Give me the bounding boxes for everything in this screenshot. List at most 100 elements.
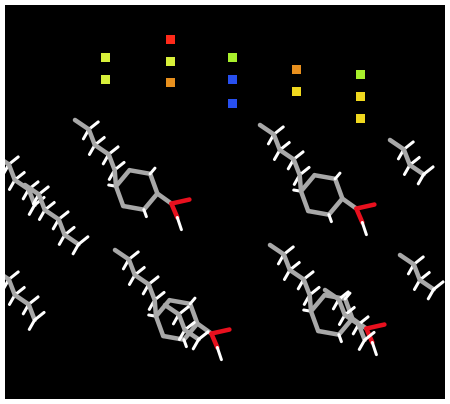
carbon-bond bbox=[267, 242, 287, 257]
hydrogen-bond bbox=[343, 291, 352, 301]
viewport-background bbox=[5, 5, 445, 399]
carbon-bond bbox=[56, 217, 67, 238]
hydrogen-bond bbox=[432, 280, 445, 291]
carbon-bond bbox=[132, 272, 151, 287]
hydrogen-bond bbox=[148, 166, 157, 176]
carbon-bond bbox=[342, 312, 361, 327]
carbon-bond bbox=[155, 191, 174, 206]
ring-bond bbox=[167, 297, 193, 307]
hydrogen-bond bbox=[357, 338, 367, 351]
oxygen-bond bbox=[364, 322, 387, 331]
ring-bond bbox=[332, 176, 345, 201]
element-marker bbox=[166, 57, 175, 66]
element-marker bbox=[228, 75, 237, 84]
oxygen-bond bbox=[169, 197, 192, 206]
ring-bond bbox=[153, 297, 172, 319]
ring-bond bbox=[141, 191, 160, 212]
element-marker bbox=[292, 87, 301, 96]
carbon-bond bbox=[62, 232, 81, 247]
hydrogen-bond bbox=[327, 213, 333, 224]
ring-bond bbox=[113, 167, 132, 189]
carbon-bond bbox=[112, 167, 119, 189]
ring-bond bbox=[298, 189, 311, 214]
molecule bbox=[257, 122, 377, 237]
carbon-bond bbox=[146, 282, 157, 303]
hydrogen-bond bbox=[370, 341, 378, 357]
ring-bond bbox=[187, 301, 200, 326]
element-marker bbox=[101, 53, 110, 62]
ring-bond bbox=[298, 172, 317, 194]
carbon-bond bbox=[356, 322, 367, 343]
hydrogen-bond bbox=[182, 338, 188, 349]
ring-bond bbox=[308, 292, 327, 314]
carbon-bond bbox=[6, 277, 18, 298]
carbon-bond bbox=[407, 162, 426, 177]
ring-bond bbox=[113, 184, 126, 209]
hydrogen-bond bbox=[188, 296, 197, 306]
carbon-bond bbox=[297, 172, 304, 194]
carbon-bond bbox=[281, 252, 293, 273]
ring-bond bbox=[326, 196, 345, 217]
carbon-bond bbox=[42, 207, 61, 222]
element-marker bbox=[228, 99, 237, 108]
ring-bond bbox=[153, 314, 166, 339]
ring-bond bbox=[312, 172, 338, 182]
ring-bond bbox=[305, 208, 332, 217]
hydrogen-bond bbox=[333, 171, 342, 181]
element-marker bbox=[101, 75, 110, 84]
element-marker-grid bbox=[101, 35, 365, 123]
carbon-bond bbox=[301, 277, 312, 298]
carbon-bond bbox=[257, 122, 277, 137]
carbon-bond bbox=[6, 162, 18, 183]
carbon-bond bbox=[401, 147, 413, 168]
hydrogen-bond bbox=[27, 318, 37, 331]
hydrogen-bond bbox=[27, 203, 37, 216]
ring-bond bbox=[147, 171, 160, 196]
carbon-bond bbox=[176, 312, 188, 333]
oxygen-bond bbox=[169, 201, 180, 220]
carbon-bond bbox=[162, 302, 182, 317]
element-marker bbox=[292, 65, 301, 74]
element-marker bbox=[356, 114, 365, 123]
carbon-bond bbox=[36, 192, 48, 213]
carbon-bond bbox=[26, 302, 37, 323]
ring-bond bbox=[315, 328, 342, 337]
ring-bond bbox=[342, 296, 355, 321]
carbon-bond bbox=[92, 142, 111, 157]
carbon-bond bbox=[291, 157, 302, 178]
hydrogen-bond bbox=[71, 242, 80, 256]
carbon-bond bbox=[271, 132, 283, 153]
carbon-bond bbox=[307, 292, 314, 314]
element-marker bbox=[356, 70, 365, 79]
oxygen-bond bbox=[209, 327, 232, 336]
carbon-bond bbox=[5, 159, 12, 167]
carbon-bond bbox=[182, 327, 201, 342]
ring-bond bbox=[308, 309, 321, 334]
carbon-bond bbox=[112, 247, 132, 262]
carbon-bond bbox=[152, 297, 159, 319]
element-marker bbox=[356, 92, 365, 101]
carbon-bond bbox=[387, 137, 407, 152]
ring-bond bbox=[127, 167, 153, 177]
molecular-crystal-rendering bbox=[5, 5, 445, 399]
ring-bond bbox=[120, 203, 147, 212]
carbon-bond bbox=[417, 277, 436, 292]
oxygen-bond bbox=[354, 202, 377, 211]
oxygen-bond bbox=[354, 206, 365, 225]
molecule bbox=[72, 117, 192, 232]
molecule-layer bbox=[5, 117, 445, 362]
hydrogen-bond bbox=[77, 235, 90, 246]
molecule-viewport[interactable] bbox=[5, 5, 445, 399]
carbon-bond bbox=[86, 127, 98, 148]
carbon-bond bbox=[287, 267, 306, 282]
molecule bbox=[112, 247, 232, 362]
carbon-bond bbox=[126, 257, 138, 278]
carbon-bond bbox=[336, 297, 348, 318]
hydrogen-bond bbox=[422, 165, 435, 176]
carbon-bond bbox=[106, 152, 117, 173]
hydrogen-bond bbox=[191, 337, 201, 351]
carbon-bond bbox=[340, 196, 359, 211]
hydrogen-bond bbox=[363, 330, 376, 342]
hydrogen-bond bbox=[360, 221, 368, 237]
hydrogen-bond bbox=[142, 208, 148, 219]
